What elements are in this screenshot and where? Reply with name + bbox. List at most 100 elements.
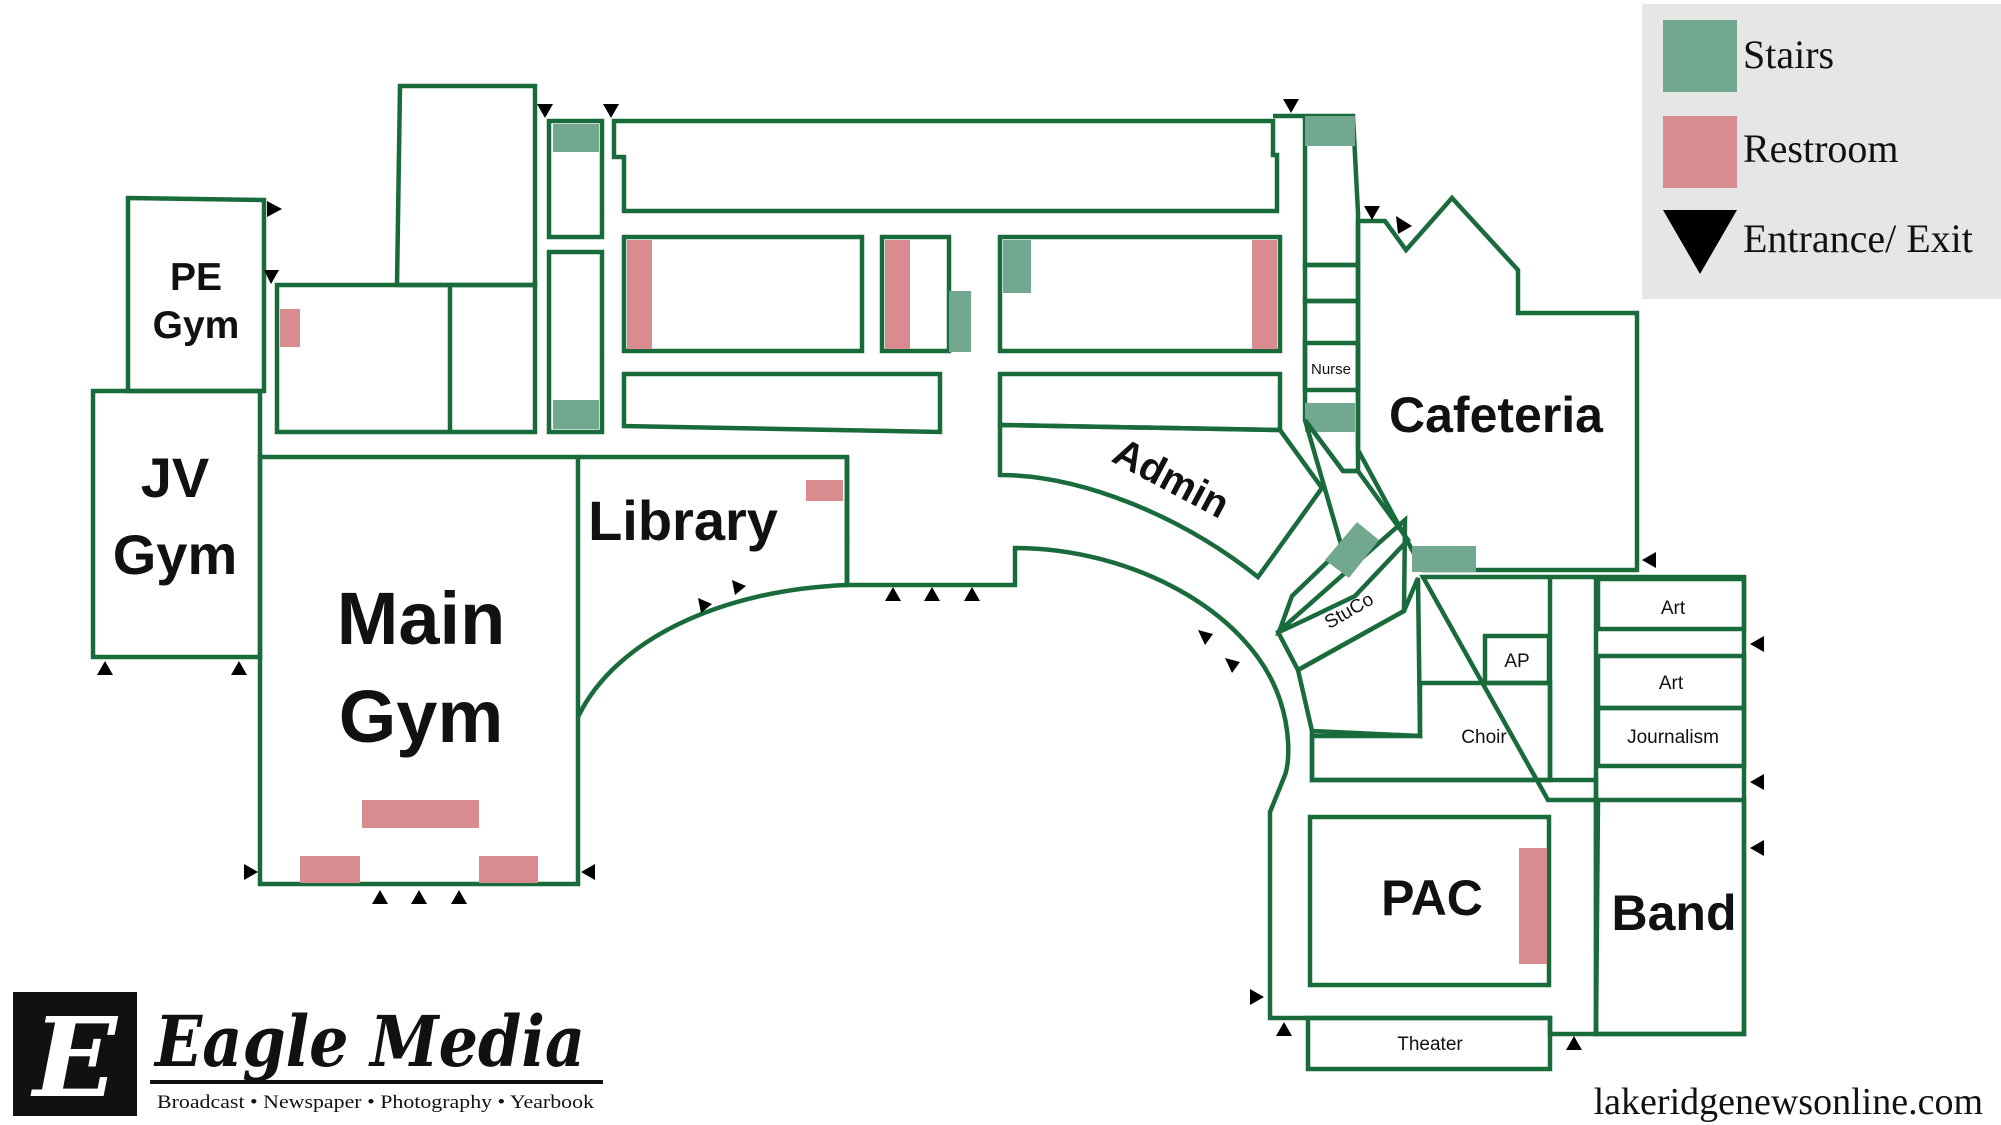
entrance-triangle-icon [964,587,980,601]
journalism-label: Journalism [1627,727,1719,748]
stuco-lower-hall [1295,577,1423,739]
stairs-east-top [1305,116,1355,146]
pac-room [1307,814,1552,988]
stair-hall-bottom [546,249,605,435]
admin-label: Admin [1106,430,1237,527]
stairs-east-bottom [1305,403,1355,432]
map-legend: Stairs Restroom Entrance/ Exit [1642,4,2001,299]
admin-room [997,422,1325,581]
stairs-north-3 [1003,240,1031,293]
entrance-triangle-icon [603,104,619,118]
entrance-triangle-icon [231,661,247,675]
admin-east-hall [1275,418,1411,637]
main-gym-label-line1: Main [337,577,506,660]
band-label: Band [1612,885,1737,941]
legend-restroom-label: Restroom [1743,126,1899,171]
brand-name: Eagle Media [153,1000,585,1083]
logo-letter: E [30,993,119,1122]
restroom-swatch-icon [1663,116,1737,188]
brand-tagline: Broadcast • Newspaper • Photography • Ye… [157,1092,595,1113]
entrance-triangle-icon [1198,630,1213,645]
entrance-triangle-icon [698,598,712,613]
entrance-triangle-icon [1750,774,1764,790]
restroom-nw [280,309,300,347]
entrance-triangle-icon [244,864,258,880]
entrance-triangle-icon [1276,1022,1292,1036]
entrance-triangle-icon [924,587,940,601]
jv-gym-label-line2: Gym [113,523,238,586]
legend-stairs-label: Stairs [1743,32,1834,77]
room-labels: PE Gym JV Gym Main Gym Library Admin Nur… [113,256,1737,1055]
restroom-north-3 [1252,240,1277,349]
library-room [575,454,850,718]
east-core [1273,113,1640,739]
restroom-main-gym-left [300,856,360,883]
north-corridor-rooms [611,118,1325,581]
west-wing [90,195,581,887]
east-hall-room [1302,262,1361,304]
library-north-room [621,371,943,435]
entrance-triangle-icon [1225,658,1240,673]
entrance-triangle-icon [732,580,746,595]
entrance-triangle-icon [1663,210,1737,274]
art-room-1 [1595,576,1747,632]
nurse-label: Nurse [1311,361,1351,378]
admin-north-room [997,371,1283,433]
entrance-triangle-icon [1750,840,1764,856]
website-url: lakeridgenewsonline.com [1594,1081,1983,1123]
restroom-main-gym-right [479,856,538,883]
northwest-rooms [274,83,605,435]
entrance-triangle-icon [97,661,113,675]
eagle-media-logo-icon [13,992,137,1116]
cafeteria-room [1355,194,1640,573]
legend-entrance-label: Entrance/ Exit [1743,216,1973,261]
entrance-triangle-icon [451,890,467,904]
entrance-triangle-icon [411,890,427,904]
theater-label: Theater [1397,1034,1463,1055]
main-gym-room [257,454,581,887]
stairs-swatch-icon [1663,20,1737,92]
entrance-triangle-icon [1642,552,1656,568]
art-room-1-label: Art [1661,598,1686,619]
restroom-pac [1519,848,1547,964]
library-core [575,454,1283,718]
entrance-triangle-icon [1566,1036,1582,1050]
entrance-triangle-icon [581,864,595,880]
restroom-main-gym-center [362,800,479,828]
entrance-triangle-icon [1750,636,1764,652]
eagle-media-branding: E Eagle Media Broadcast • Newspaper • Ph… [13,992,1983,1123]
entrances [97,99,1764,1050]
pe-gym-label-line1: PE [170,256,222,299]
stuco-label: StuCo [1321,589,1377,634]
pe-gym-room [125,195,267,394]
art-room-2-label: Art [1659,673,1684,694]
north-hall-room [611,118,1280,214]
theater-room [1305,1015,1553,1072]
stairs-nw-bottom [553,400,599,429]
pac-label: PAC [1381,870,1483,926]
entrance-triangle-icon [885,587,901,601]
southeast-wing [1267,574,1747,1072]
choir-label: Choir [1461,727,1507,748]
jv-gym-label-line1: JV [141,446,210,509]
entrance-triangle-icon [1250,989,1264,1005]
nw-room-block [274,282,538,435]
central-corridor-wall [844,535,1283,701]
entrance-triangle-icon [1396,216,1412,234]
restroom-north-1 [627,240,652,349]
restroom-library [806,480,843,501]
entrance-triangle-icon [1364,206,1380,220]
pe-gym-label-line2: Gym [153,304,240,347]
entrance-triangle-icon [537,104,553,118]
north-annex-room [394,83,538,288]
journalism-room [1595,705,1747,769]
stairs-north-2 [949,291,971,352]
pac-wing-outline [1267,699,1599,1037]
stairs-nw-top [553,124,599,152]
north-classroom-3 [997,234,1283,354]
stair-hall-top [546,118,605,240]
stairs-stuco [1325,522,1379,578]
ap-label: AP [1504,651,1529,672]
entrance-triangle-icon [1283,99,1299,113]
